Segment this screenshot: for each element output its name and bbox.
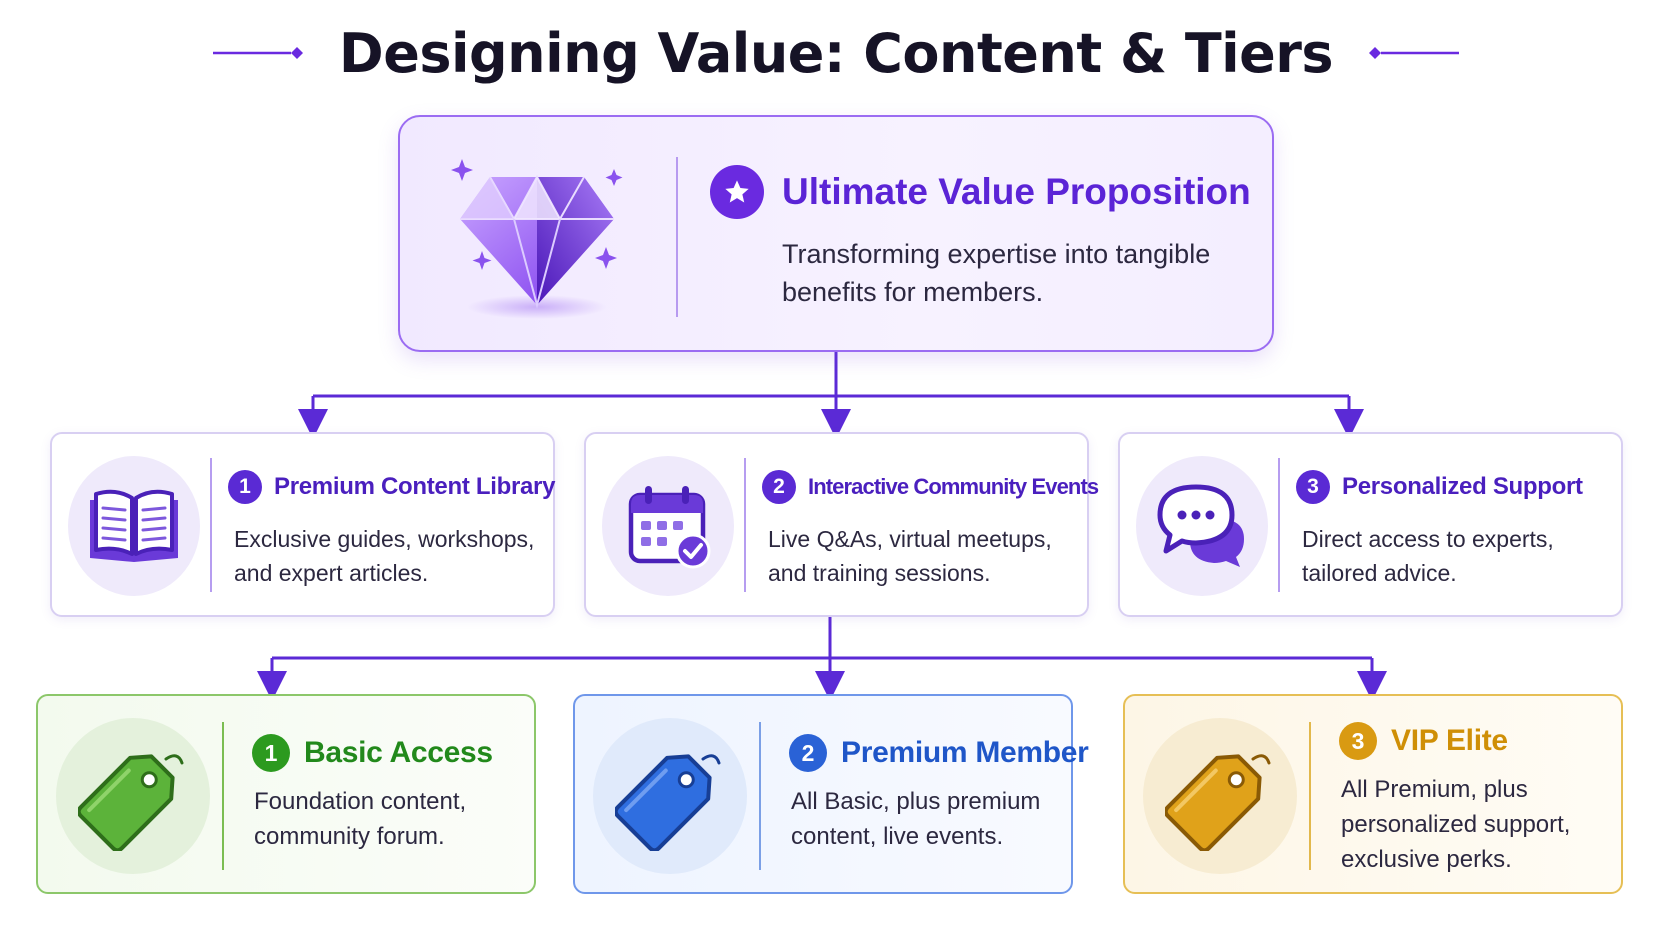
tier-description: Foundation content, community forum. [254,788,467,850]
tier-divider [222,722,224,870]
tier-description: All Basic, plus premium content, live ev… [791,788,1041,850]
tier-heading: 1 Basic Access [252,734,493,772]
tier-card-vip: 3 VIP Elite All Premium, plus personaliz… [1123,694,1623,894]
tier-heading: 3 VIP Elite [1339,722,1508,760]
tier-number-badge: 2 [789,734,827,772]
tier-title: VIP Elite [1391,724,1508,757]
price-tag-icon [593,718,747,874]
title-row: Designing Value: Content & Tiers [0,18,1672,88]
feature-card-community-events: 2 Interactive Community Events Live Q&As… [584,432,1099,617]
value-proposition-card: Ultimate Value Proposition Transforming … [398,115,1274,352]
feature-description: Live Q&As, virtual meetups, and training… [768,526,1052,586]
feature-description: Exclusive guides, workshops, and expert … [234,526,535,586]
feature-title: Personalized Support [1342,473,1583,500]
feature-divider [744,458,746,592]
hero-title: Ultimate Value Proposition [782,171,1251,212]
feature-number-badge: 2 [762,470,796,504]
feature-divider [1278,458,1280,592]
feature-heading: 2 Interactive Community Events [762,470,1099,504]
book-icon [68,456,200,596]
tier-divider [759,722,761,870]
feature-heading: 3 Personalized Support [1296,470,1583,504]
tier-title: Basic Access [304,736,493,769]
feature-title: Interactive Community Events [808,474,1099,499]
hero-divider [676,157,678,317]
feature-heading: 1 Premium Content Library [228,470,555,504]
diamond-icon [451,159,623,319]
star-icon [710,165,764,219]
title-left-ornament [212,47,303,59]
feature-divider [210,458,212,592]
hero-description: Transforming expertise into tangible ben… [782,239,1211,307]
price-tag-icon [56,718,210,874]
tier-card-basic: 1 Basic Access Foundation content, commu… [36,694,536,894]
tier-number-badge: 1 [252,734,290,772]
chat-bubbles-icon [1136,456,1268,596]
tier-card-premium: 2 Premium Member All Basic, plus premium… [573,694,1089,894]
feature-description: Direct access to experts, tailored advic… [1302,526,1554,586]
title-right-ornament [1369,47,1460,59]
calendar-check-icon [602,456,734,596]
feature-card-personalized-support: 3 Personalized Support Direct access to … [1118,432,1623,617]
tier-title: Premium Member [841,736,1089,769]
feature-title: Premium Content Library [274,473,556,500]
tier-divider [1309,722,1311,870]
feature-card-premium-content: 1 Premium Content Library Exclusive guid… [50,432,555,617]
page-title: Designing Value: Content & Tiers [338,21,1334,85]
price-tag-icon [1143,718,1297,874]
tier-description: All Premium, plus personalized support, … [1341,776,1571,873]
hero-heading: Ultimate Value Proposition [710,165,1251,219]
tier-heading: 2 Premium Member [789,734,1089,772]
feature-number-badge: 1 [228,470,262,504]
tier-number-badge: 3 [1339,722,1377,760]
feature-number-badge: 3 [1296,470,1330,504]
